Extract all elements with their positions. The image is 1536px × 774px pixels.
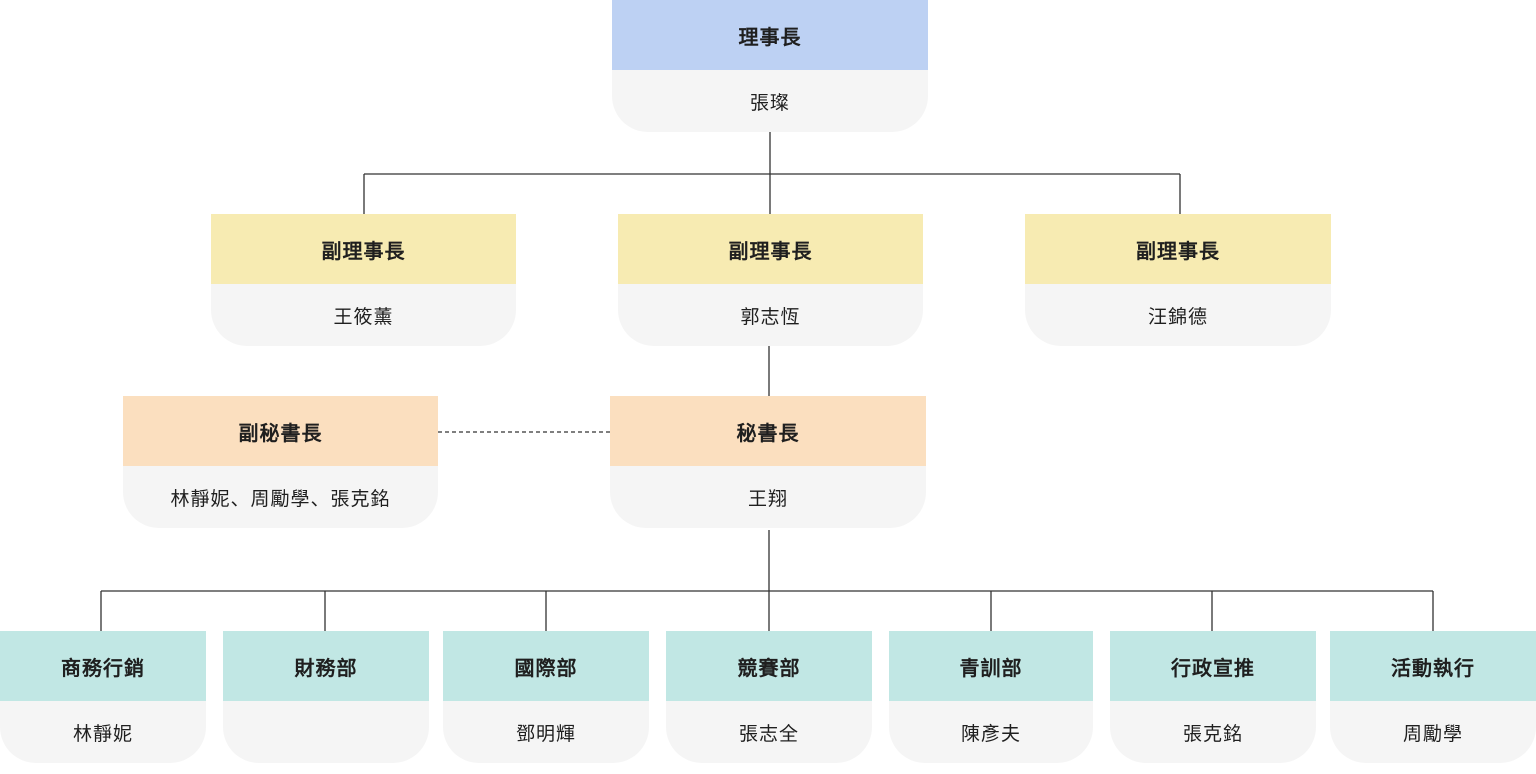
vice-chairman-node: 副理事長 郭志恆 [618, 214, 923, 346]
department-node: 行政宣推 張克銘 [1110, 631, 1316, 763]
department-title: 競賽部 [666, 631, 872, 701]
vice-chairman-title: 副理事長 [1025, 214, 1331, 284]
secretary-general-node: 秘書長 王翔 [610, 396, 926, 528]
department-head: 周勵學 [1330, 701, 1536, 763]
department-head [223, 701, 429, 763]
chairman-node: 理事長 張璨 [612, 0, 928, 132]
vice-chairman-name: 郭志恆 [618, 284, 923, 346]
vice-chairman-title: 副理事長 [618, 214, 923, 284]
chairman-title: 理事長 [612, 0, 928, 70]
department-node: 活動執行 周勵學 [1330, 631, 1536, 763]
vice-chairman-name: 王筱薰 [211, 284, 516, 346]
department-title: 活動執行 [1330, 631, 1536, 701]
department-title: 青訓部 [889, 631, 1093, 701]
department-node: 青訓部 陳彥夫 [889, 631, 1093, 763]
secretary-general-title: 秘書長 [610, 396, 926, 466]
department-title: 行政宣推 [1110, 631, 1316, 701]
department-node: 競賽部 張志全 [666, 631, 872, 763]
department-node: 國際部 鄧明輝 [443, 631, 649, 763]
department-head: 張志全 [666, 701, 872, 763]
department-node: 商務行銷 林靜妮 [0, 631, 206, 763]
secretary-general-name: 王翔 [610, 466, 926, 528]
deputy-secretary-node: 副秘書長 林靜妮、周勵學、張克銘 [123, 396, 438, 528]
vice-chairman-title: 副理事長 [211, 214, 516, 284]
vice-chairman-node: 副理事長 汪錦德 [1025, 214, 1331, 346]
department-head: 林靜妮 [0, 701, 206, 763]
vice-chairman-node: 副理事長 王筱薰 [211, 214, 516, 346]
chairman-name: 張璨 [612, 70, 928, 132]
department-title: 國際部 [443, 631, 649, 701]
department-node: 財務部 [223, 631, 429, 763]
vice-chairman-name: 汪錦德 [1025, 284, 1331, 346]
department-head: 張克銘 [1110, 701, 1316, 763]
department-title: 財務部 [223, 631, 429, 701]
department-head: 鄧明輝 [443, 701, 649, 763]
department-title: 商務行銷 [0, 631, 206, 701]
deputy-secretary-title: 副秘書長 [123, 396, 438, 466]
department-head: 陳彥夫 [889, 701, 1093, 763]
deputy-secretary-names: 林靜妮、周勵學、張克銘 [123, 466, 438, 528]
